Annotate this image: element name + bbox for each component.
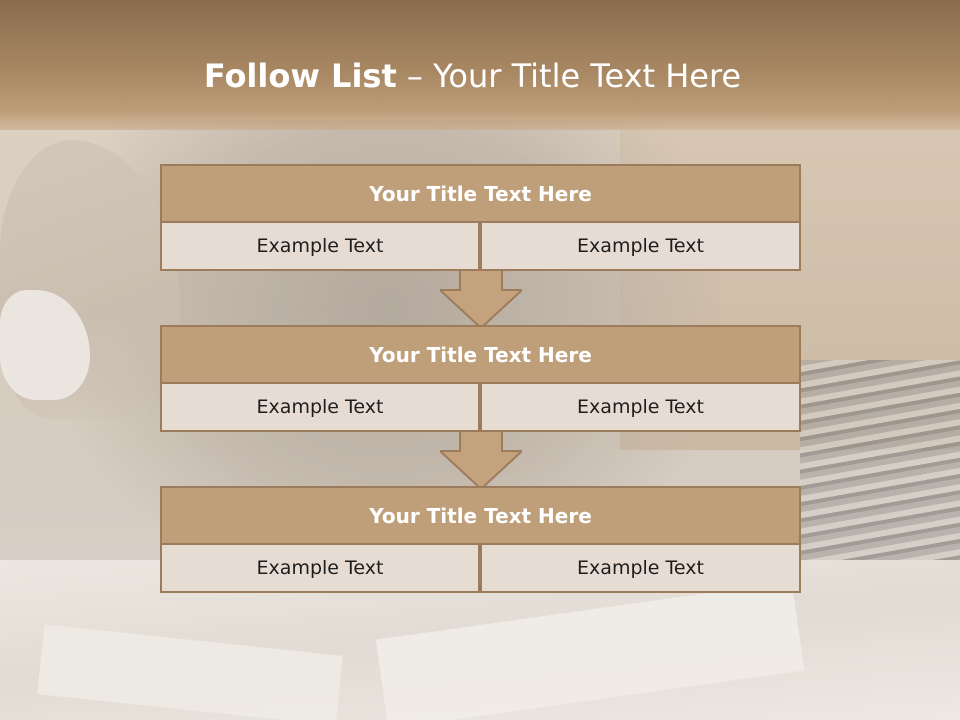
slide-title: Follow List – Your Title Text Here xyxy=(0,56,945,96)
list-block-2: Your Title Text Here Example Text Exampl… xyxy=(160,325,801,432)
title-bold: Follow List xyxy=(203,57,397,95)
block-title: Your Title Text Here xyxy=(160,325,801,384)
list-block-3: Your Title Text Here Example Text Exampl… xyxy=(160,486,801,593)
down-arrow-icon xyxy=(440,431,522,489)
block-text-left: Example Text xyxy=(160,221,480,271)
title-rest: – Your Title Text Here xyxy=(396,57,742,95)
down-arrow-icon xyxy=(440,270,522,328)
block-text-right: Example Text xyxy=(480,543,801,593)
block-text-left: Example Text xyxy=(160,382,480,432)
block-text-left: Example Text xyxy=(160,543,480,593)
block-title: Your Title Text Here xyxy=(160,164,801,223)
list-block-1: Your Title Text Here Example Text Exampl… xyxy=(160,164,801,271)
block-title: Your Title Text Here xyxy=(160,486,801,545)
block-text-right: Example Text xyxy=(480,382,801,432)
block-text-right: Example Text xyxy=(480,221,801,271)
header-bar xyxy=(0,0,960,130)
